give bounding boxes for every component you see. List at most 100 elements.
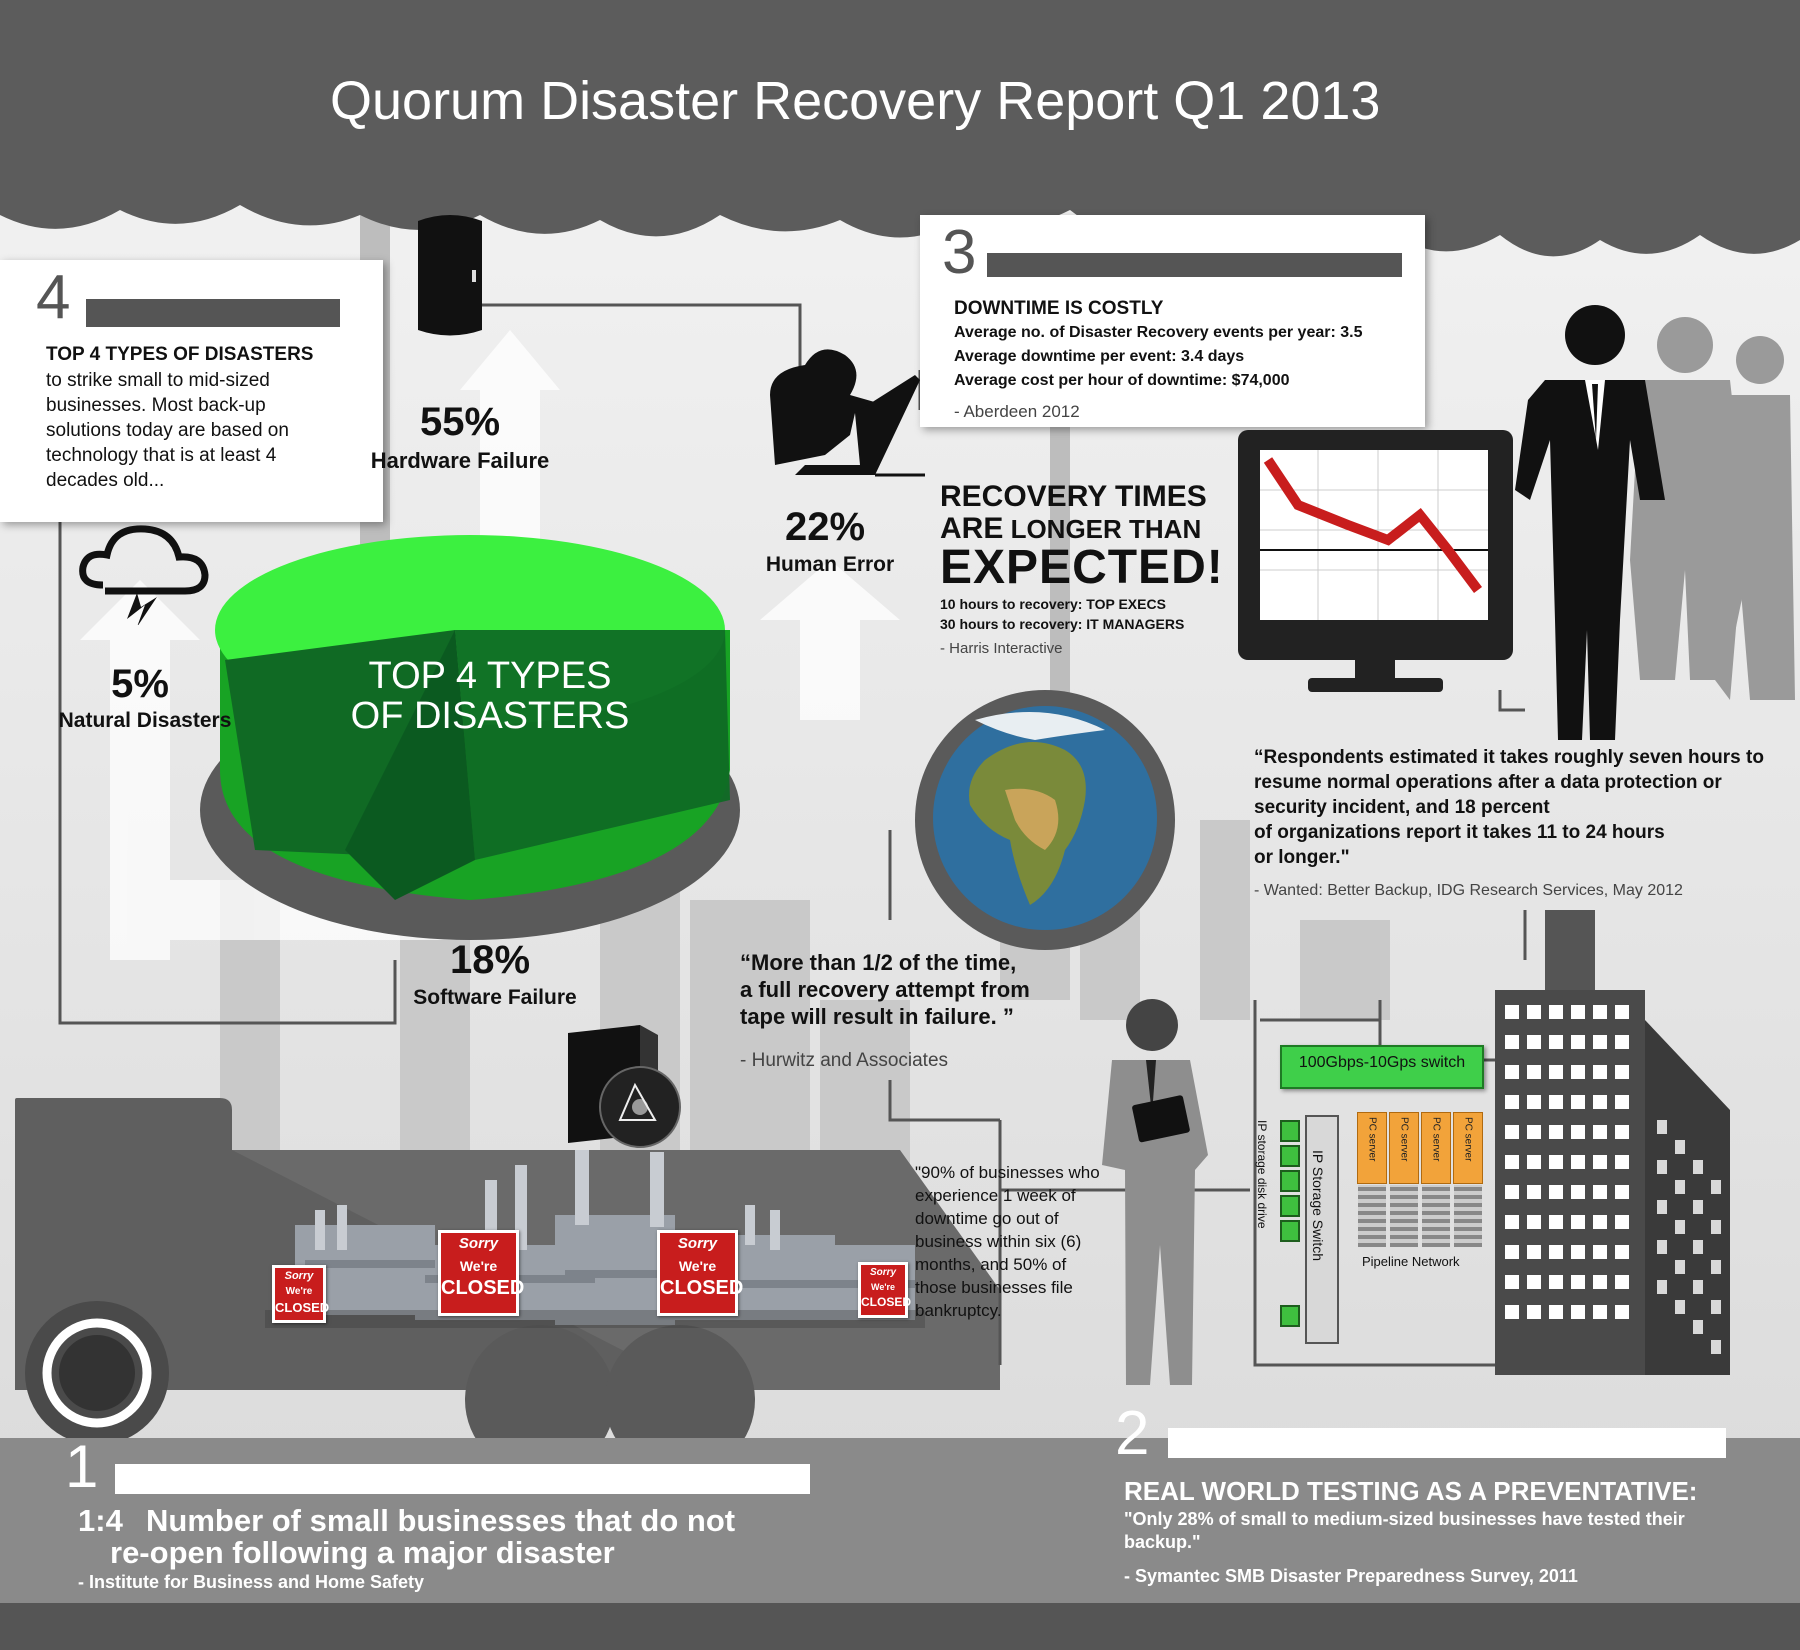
section-3-number: 3: [942, 218, 977, 287]
closed-sign-1-were: We're: [285, 1286, 313, 1297]
software-box-icon: [568, 1025, 681, 1148]
idg-quote-line-1: “Respondents estimated it takes roughly …: [1254, 747, 1764, 768]
closed-sign-2-were: We're: [459, 1258, 498, 1274]
idg-quote-line-2: resume normal operations after a data pr…: [1254, 772, 1722, 793]
pc-server-4: PC server: [1453, 1112, 1483, 1184]
bottom-footer-strip: [0, 1603, 1800, 1650]
ninety-quote-line-5: months, and 50% of: [915, 1255, 1067, 1274]
ninety-quote-line-2: experience 1 week of: [915, 1186, 1076, 1205]
section-3-bar: [987, 253, 1402, 277]
monitor-declining-chart-icon: [1238, 430, 1513, 692]
pipeline-network-label: Pipeline Network: [1362, 1254, 1460, 1269]
ip-disk-label: IP storage disk drive: [1255, 1120, 1269, 1229]
human-label: Human Error: [765, 553, 895, 576]
recovery-line-2: ARE LONGER THAN: [940, 512, 1201, 546]
section-2-heading: REAL WORLD TESTING AS A PREVENTATIVE:: [1124, 1476, 1698, 1506]
closed-sign-3-were: We're: [678, 1258, 717, 1274]
pc-server-3-label: PC server: [1430, 1117, 1442, 1162]
server-rack-2: [1390, 1185, 1418, 1247]
section-4-heading: TOP 4 TYPES OF DISASTERS: [46, 344, 314, 365]
section-1-bar: [115, 1464, 810, 1494]
recovery-line-2b: LONGER THAN: [1003, 514, 1202, 544]
pc-server-4-label: PC server: [1462, 1117, 1474, 1162]
section-1-text-1: Number of small businesses that do not: [146, 1503, 736, 1538]
natural-label: Natural Disasters: [58, 709, 232, 732]
section-2-number: 2: [1115, 1399, 1150, 1468]
disk-drive-5: [1280, 1220, 1300, 1242]
disk-drive-2: [1280, 1145, 1300, 1167]
section-1-text-2: re-open following a major disaster: [110, 1535, 615, 1570]
recovery-fact-1: 10 hours to recovery: TOP EXECS: [940, 596, 1166, 612]
hardware-label: Hardware Failure: [370, 448, 550, 473]
pc-server-2-label: PC server: [1398, 1117, 1410, 1162]
server-rack-3: [1422, 1185, 1450, 1247]
tape-quote-line-1: “More than 1/2 of the time,: [740, 950, 1017, 975]
cloud-header: [0, 0, 1800, 257]
section-2-bar: [1168, 1428, 1726, 1458]
man-with-tablet-illustration: [1102, 999, 1208, 1385]
ninety-quote-line-1: "90% of businesses who: [915, 1163, 1100, 1182]
section-3-heading: DOWNTIME IS COSTLY: [954, 298, 1164, 319]
disk-drive-6: [1280, 1305, 1300, 1327]
idg-quote-line-5: or longer.": [1254, 847, 1350, 868]
tape-quote-line-3: tape will result in failure. ”: [740, 1004, 1014, 1029]
closed-sign-3-sorry: Sorry: [677, 1235, 718, 1252]
section-2-source: - Symantec SMB Disaster Preparedness Sur…: [1124, 1566, 1578, 1586]
recovery-fact-2: 30 hours to recovery: IT MANAGERS: [940, 616, 1185, 632]
section-3-line-2: Average downtime per event: 3.4 days: [954, 348, 1245, 365]
section-1-ratio: 1:4: [78, 1503, 123, 1538]
closed-sign-2: Sorry We're CLOSED: [438, 1230, 524, 1316]
pc-server-3: PC server: [1421, 1112, 1451, 1184]
software-pct: 18%: [449, 938, 531, 982]
closed-sign-2-sorry: Sorry: [458, 1235, 499, 1252]
section-3-source: - Aberdeen 2012: [954, 402, 1080, 421]
section-1-source: - Institute for Business and Home Safety: [78, 1572, 425, 1592]
recovery-line-3: EXPECTED!: [940, 541, 1224, 594]
pie-center-label-1: TOP 4 TYPES: [368, 655, 612, 697]
tape-quote-line-2: a full recovery attempt from: [740, 977, 1030, 1002]
closed-sign-4-sorry: Sorry: [869, 1267, 897, 1278]
network-switch: [1280, 1045, 1484, 1089]
recovery-line-2a: ARE: [940, 512, 1004, 545]
closed-sign-1: Sorry We're CLOSED: [272, 1265, 329, 1323]
pc-server-2: PC server: [1389, 1112, 1419, 1184]
ninety-quote-line-4: business within six (6): [915, 1232, 1082, 1251]
closed-sign-4-closed: CLOSED: [861, 1295, 912, 1309]
pc-server-1: PC server: [1357, 1112, 1387, 1184]
closed-factories-illustration: [265, 1150, 925, 1328]
disk-drive-1: [1280, 1120, 1300, 1142]
closed-sign-1-sorry: Sorry: [284, 1270, 314, 1282]
section-4-number: 4: [36, 263, 71, 332]
closed-sign-4: Sorry We're CLOSED: [858, 1262, 912, 1318]
section-3-line-1: Average no. of Disaster Recovery events …: [954, 324, 1363, 341]
section-3-line-3: Average cost per hour of downtime: $74,0…: [954, 372, 1290, 389]
ninety-quote-line-7: bankruptcy.: [915, 1301, 1002, 1320]
section-1-number: 1: [65, 1433, 99, 1500]
ip-storage-switch-label: IP Storage Switch: [1310, 1150, 1326, 1262]
businessmen-silhouette: [1515, 305, 1795, 740]
section-2-quote-1: "Only 28% of small to medium-sized busin…: [1124, 1509, 1685, 1529]
tape-quote-source: - Hurwitz and Associates: [740, 1050, 949, 1071]
pc-server-1-label: PC server: [1366, 1117, 1378, 1162]
ninety-quote-line-3: downtime go out of: [915, 1209, 1059, 1228]
office-building-icon: [1495, 910, 1730, 1375]
closed-sign-4-were: We're: [871, 1282, 895, 1292]
page-title: Quorum Disaster Recovery Report Q1 2013: [330, 71, 1381, 131]
closed-sign-3: Sorry We're CLOSED: [657, 1230, 743, 1316]
server-rack-1: [1358, 1185, 1386, 1247]
section-3-card: [920, 215, 1425, 427]
disk-drive-4: [1280, 1195, 1300, 1217]
idg-quote-source: - Wanted: Better Backup, IDG Research Se…: [1254, 882, 1683, 899]
section-4-bar: [86, 299, 340, 327]
network-switch-label: 100Gbps-10Gps switch: [1298, 1054, 1466, 1071]
idg-quote-line-3: security incident, and 18 percent: [1254, 797, 1550, 818]
storm-cloud-icon: [79, 525, 209, 625]
recovery-source: - Harris Interactive: [940, 640, 1063, 657]
human-pct: 22%: [784, 505, 866, 549]
ninety-quote-line-6: those businesses file: [915, 1278, 1073, 1297]
ip-storage-switch: [1305, 1115, 1339, 1344]
section-4-body: to strike small to mid-sized businesses.…: [46, 370, 289, 491]
hard-drive-icon: [418, 215, 482, 336]
tire-icon: [25, 1301, 169, 1445]
